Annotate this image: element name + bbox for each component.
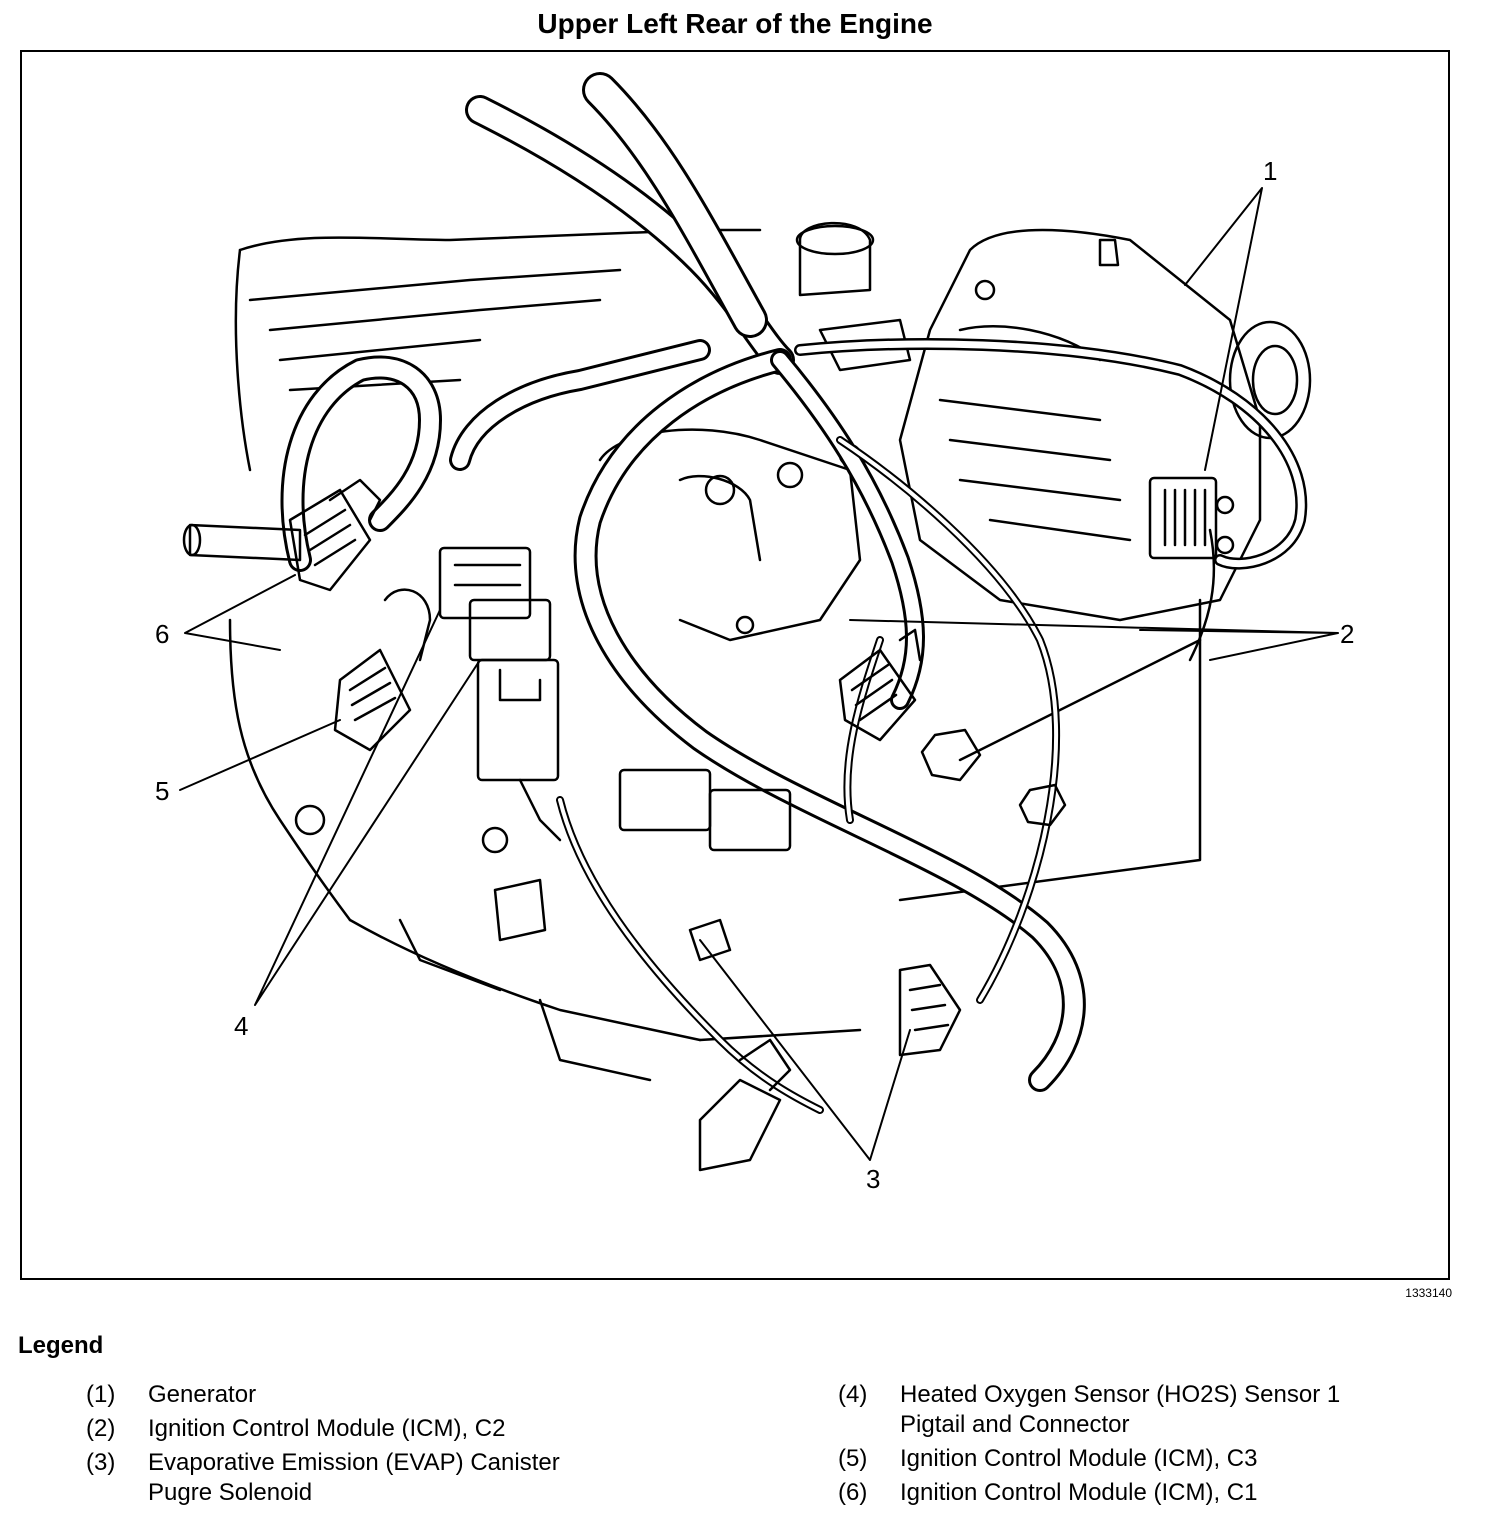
figure-id: 1333140 (1405, 1286, 1452, 1300)
legend-item: (5) Ignition Control Module (ICM), C3 (832, 1444, 1340, 1474)
icm-c3-connector (333, 588, 432, 752)
legend-item-number: (5) (838, 1445, 868, 1472)
legend-item-text: Evaporative Emission (EVAP) Canister Pug… (148, 1449, 560, 1506)
illustration-frame (20, 50, 1450, 1280)
leader-lines (179, 187, 1339, 1161)
legend-item-text: Ignition Control Module (ICM), C3 (900, 1445, 1258, 1472)
icm-c1-connector (288, 478, 382, 592)
ho2s-connector (438, 546, 562, 842)
icm-c2-connector (838, 628, 922, 742)
legend-item-number: (6) (838, 1479, 868, 1506)
callout-4: 4 (234, 1011, 248, 1041)
wiring-harness (280, 72, 1308, 1114)
legend-item: (1) Generator (80, 1380, 560, 1410)
legend-item-number: (3) (86, 1449, 116, 1476)
legend-left-column: (1) Generator (2) Ignition Control Modul… (80, 1380, 560, 1512)
legend-item: (2) Ignition Control Module (ICM), C2 (80, 1414, 560, 1444)
callout-1: 1 (1263, 156, 1277, 186)
legend-heading: Legend (18, 1332, 104, 1359)
legend-item-text: Generator (148, 1381, 257, 1408)
generator (898, 228, 1312, 622)
legend-item-text: Heated Oxygen Sensor (HO2S) Sensor 1 Pig… (900, 1381, 1341, 1438)
intake-manifold (598, 221, 912, 642)
legend-item: (6) Ignition Control Module (ICM), C1 (832, 1478, 1340, 1508)
callout-numbers: 1 2 3 4 5 6 (155, 156, 1354, 1194)
callout-5: 5 (155, 776, 169, 806)
evap-solenoid (618, 768, 962, 1057)
fasteners (182, 523, 1067, 1172)
legend-item: (4) Heated Oxygen Sensor (HO2S) Sensor 1… (832, 1380, 1340, 1440)
legend-item-number: (1) (86, 1381, 116, 1408)
callout-6: 6 (155, 619, 169, 649)
legend-item-text: Ignition Control Module (ICM), C1 (900, 1479, 1258, 1506)
legend-item-number: (2) (86, 1415, 116, 1442)
legend-item: (3) Evaporative Emission (EVAP) Canister… (80, 1448, 560, 1508)
diagram-title: Upper Left Rear of the Engine (537, 8, 933, 39)
callout-2: 2 (1340, 619, 1354, 649)
callout-3: 3 (866, 1164, 880, 1194)
legend-item-text: Ignition Control Module (ICM), C2 (148, 1415, 506, 1442)
legend-item-number: (4) (838, 1381, 868, 1408)
legend-right-column: (4) Heated Oxygen Sensor (HO2S) Sensor 1… (832, 1380, 1340, 1512)
